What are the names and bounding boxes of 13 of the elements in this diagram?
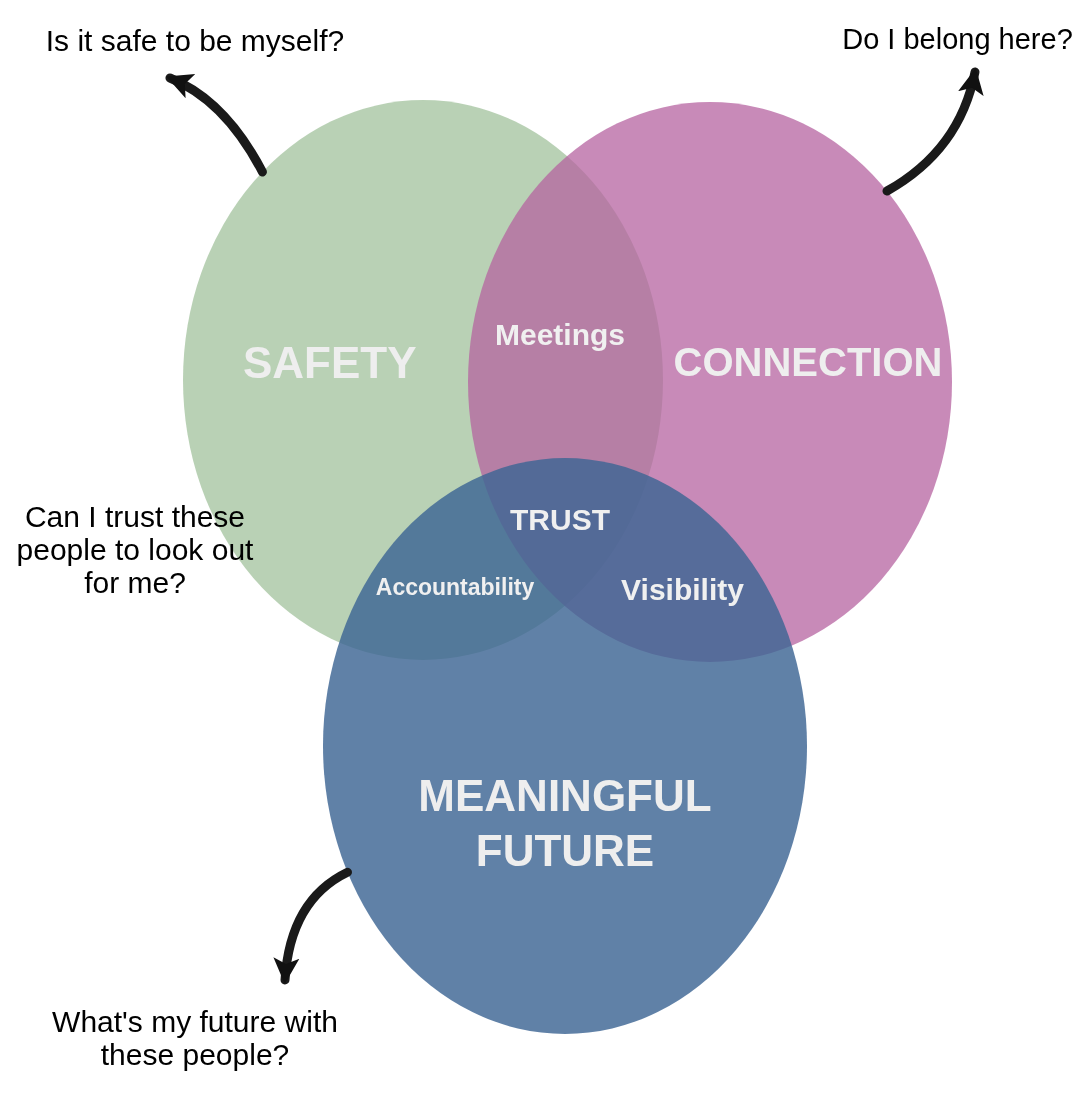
curved-arrow [274,867,352,985]
overlap-label: TRUST [509,502,611,538]
circle-title: MEANINGFUL FUTURE [417,770,713,877]
circle-title: CONNECTION [672,339,944,386]
overlap-label: Meetings [494,317,626,353]
curved-arrow [882,67,983,196]
question-text: Do I belong here? [842,24,1073,56]
overlap-label: Visibility [620,572,745,608]
overlap-label: Accountability [374,573,536,602]
question-text: Can I trust these people to look out for me? [15,500,255,599]
curved-arrow [165,73,267,177]
question-text: Is it safe to be myself? [45,23,345,57]
question-text: What's my future with these people? [51,1005,339,1071]
